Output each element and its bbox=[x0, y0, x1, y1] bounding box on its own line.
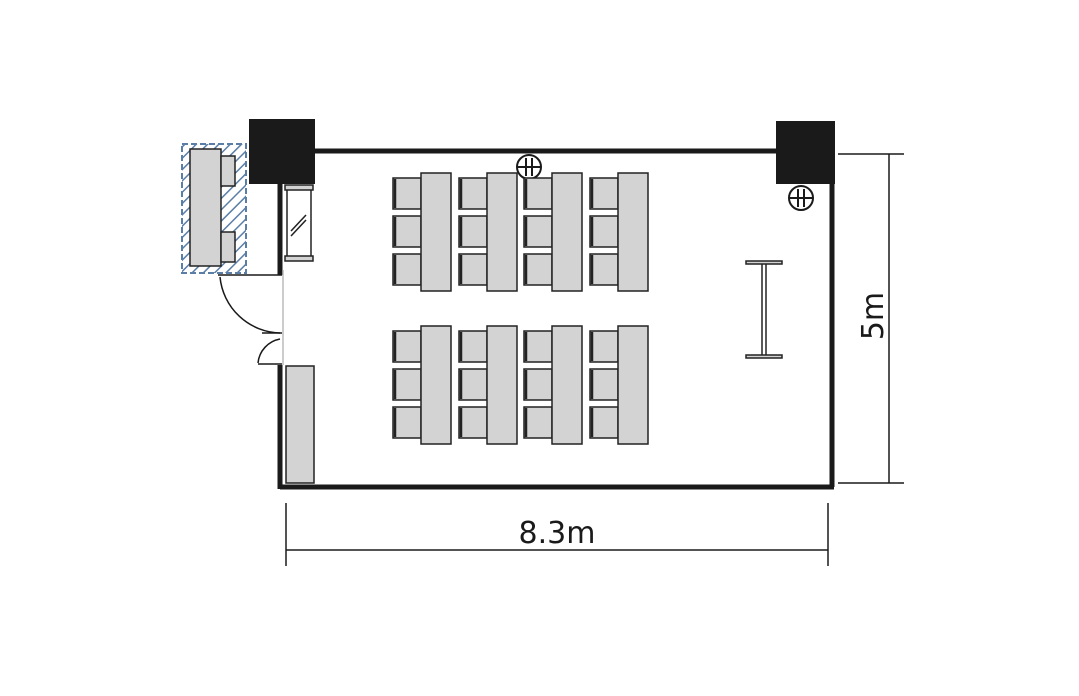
chair bbox=[523, 253, 553, 286]
chair bbox=[589, 330, 619, 363]
chair bbox=[589, 253, 619, 286]
chair bbox=[523, 368, 553, 401]
chair bbox=[589, 368, 619, 401]
cabinet-icon bbox=[285, 365, 315, 484]
desk bbox=[617, 172, 649, 292]
chair bbox=[523, 177, 553, 210]
dimension-width bbox=[285, 503, 829, 566]
chair bbox=[392, 330, 422, 363]
shelf-icon bbox=[284, 184, 314, 262]
dimension-height bbox=[838, 153, 904, 484]
desk bbox=[486, 172, 518, 292]
chair bbox=[458, 253, 488, 286]
seating-area bbox=[392, 172, 649, 445]
desk bbox=[420, 325, 452, 445]
chair bbox=[523, 330, 553, 363]
outlet-icon bbox=[788, 185, 814, 211]
storage-annex bbox=[181, 143, 247, 274]
chair bbox=[392, 406, 422, 439]
chair bbox=[392, 177, 422, 210]
desk bbox=[420, 172, 452, 292]
chair bbox=[458, 368, 488, 401]
outlet-icon bbox=[516, 154, 542, 180]
chair bbox=[458, 406, 488, 439]
chair bbox=[458, 215, 488, 248]
storage-chair bbox=[220, 155, 236, 187]
room-walls bbox=[277, 148, 835, 490]
chair bbox=[458, 330, 488, 363]
chair bbox=[392, 215, 422, 248]
chair bbox=[523, 406, 553, 439]
chair bbox=[589, 177, 619, 210]
chair bbox=[392, 253, 422, 286]
storage-cabinet bbox=[189, 148, 222, 267]
desk bbox=[617, 325, 649, 445]
height-label: 5m bbox=[856, 292, 891, 340]
desk bbox=[551, 325, 583, 445]
pillar-icon bbox=[249, 119, 315, 184]
width-label: 8.3m bbox=[519, 516, 596, 551]
storage-chair bbox=[220, 231, 236, 263]
annex-walls bbox=[218, 270, 284, 365]
pillar-icon bbox=[776, 121, 835, 184]
desk bbox=[551, 172, 583, 292]
chair bbox=[589, 406, 619, 439]
chair bbox=[392, 368, 422, 401]
chair bbox=[589, 215, 619, 248]
chair bbox=[523, 215, 553, 248]
chair bbox=[458, 177, 488, 210]
whiteboard-icon bbox=[745, 260, 783, 359]
desk bbox=[486, 325, 518, 445]
door-swing-icon bbox=[219, 276, 282, 364]
